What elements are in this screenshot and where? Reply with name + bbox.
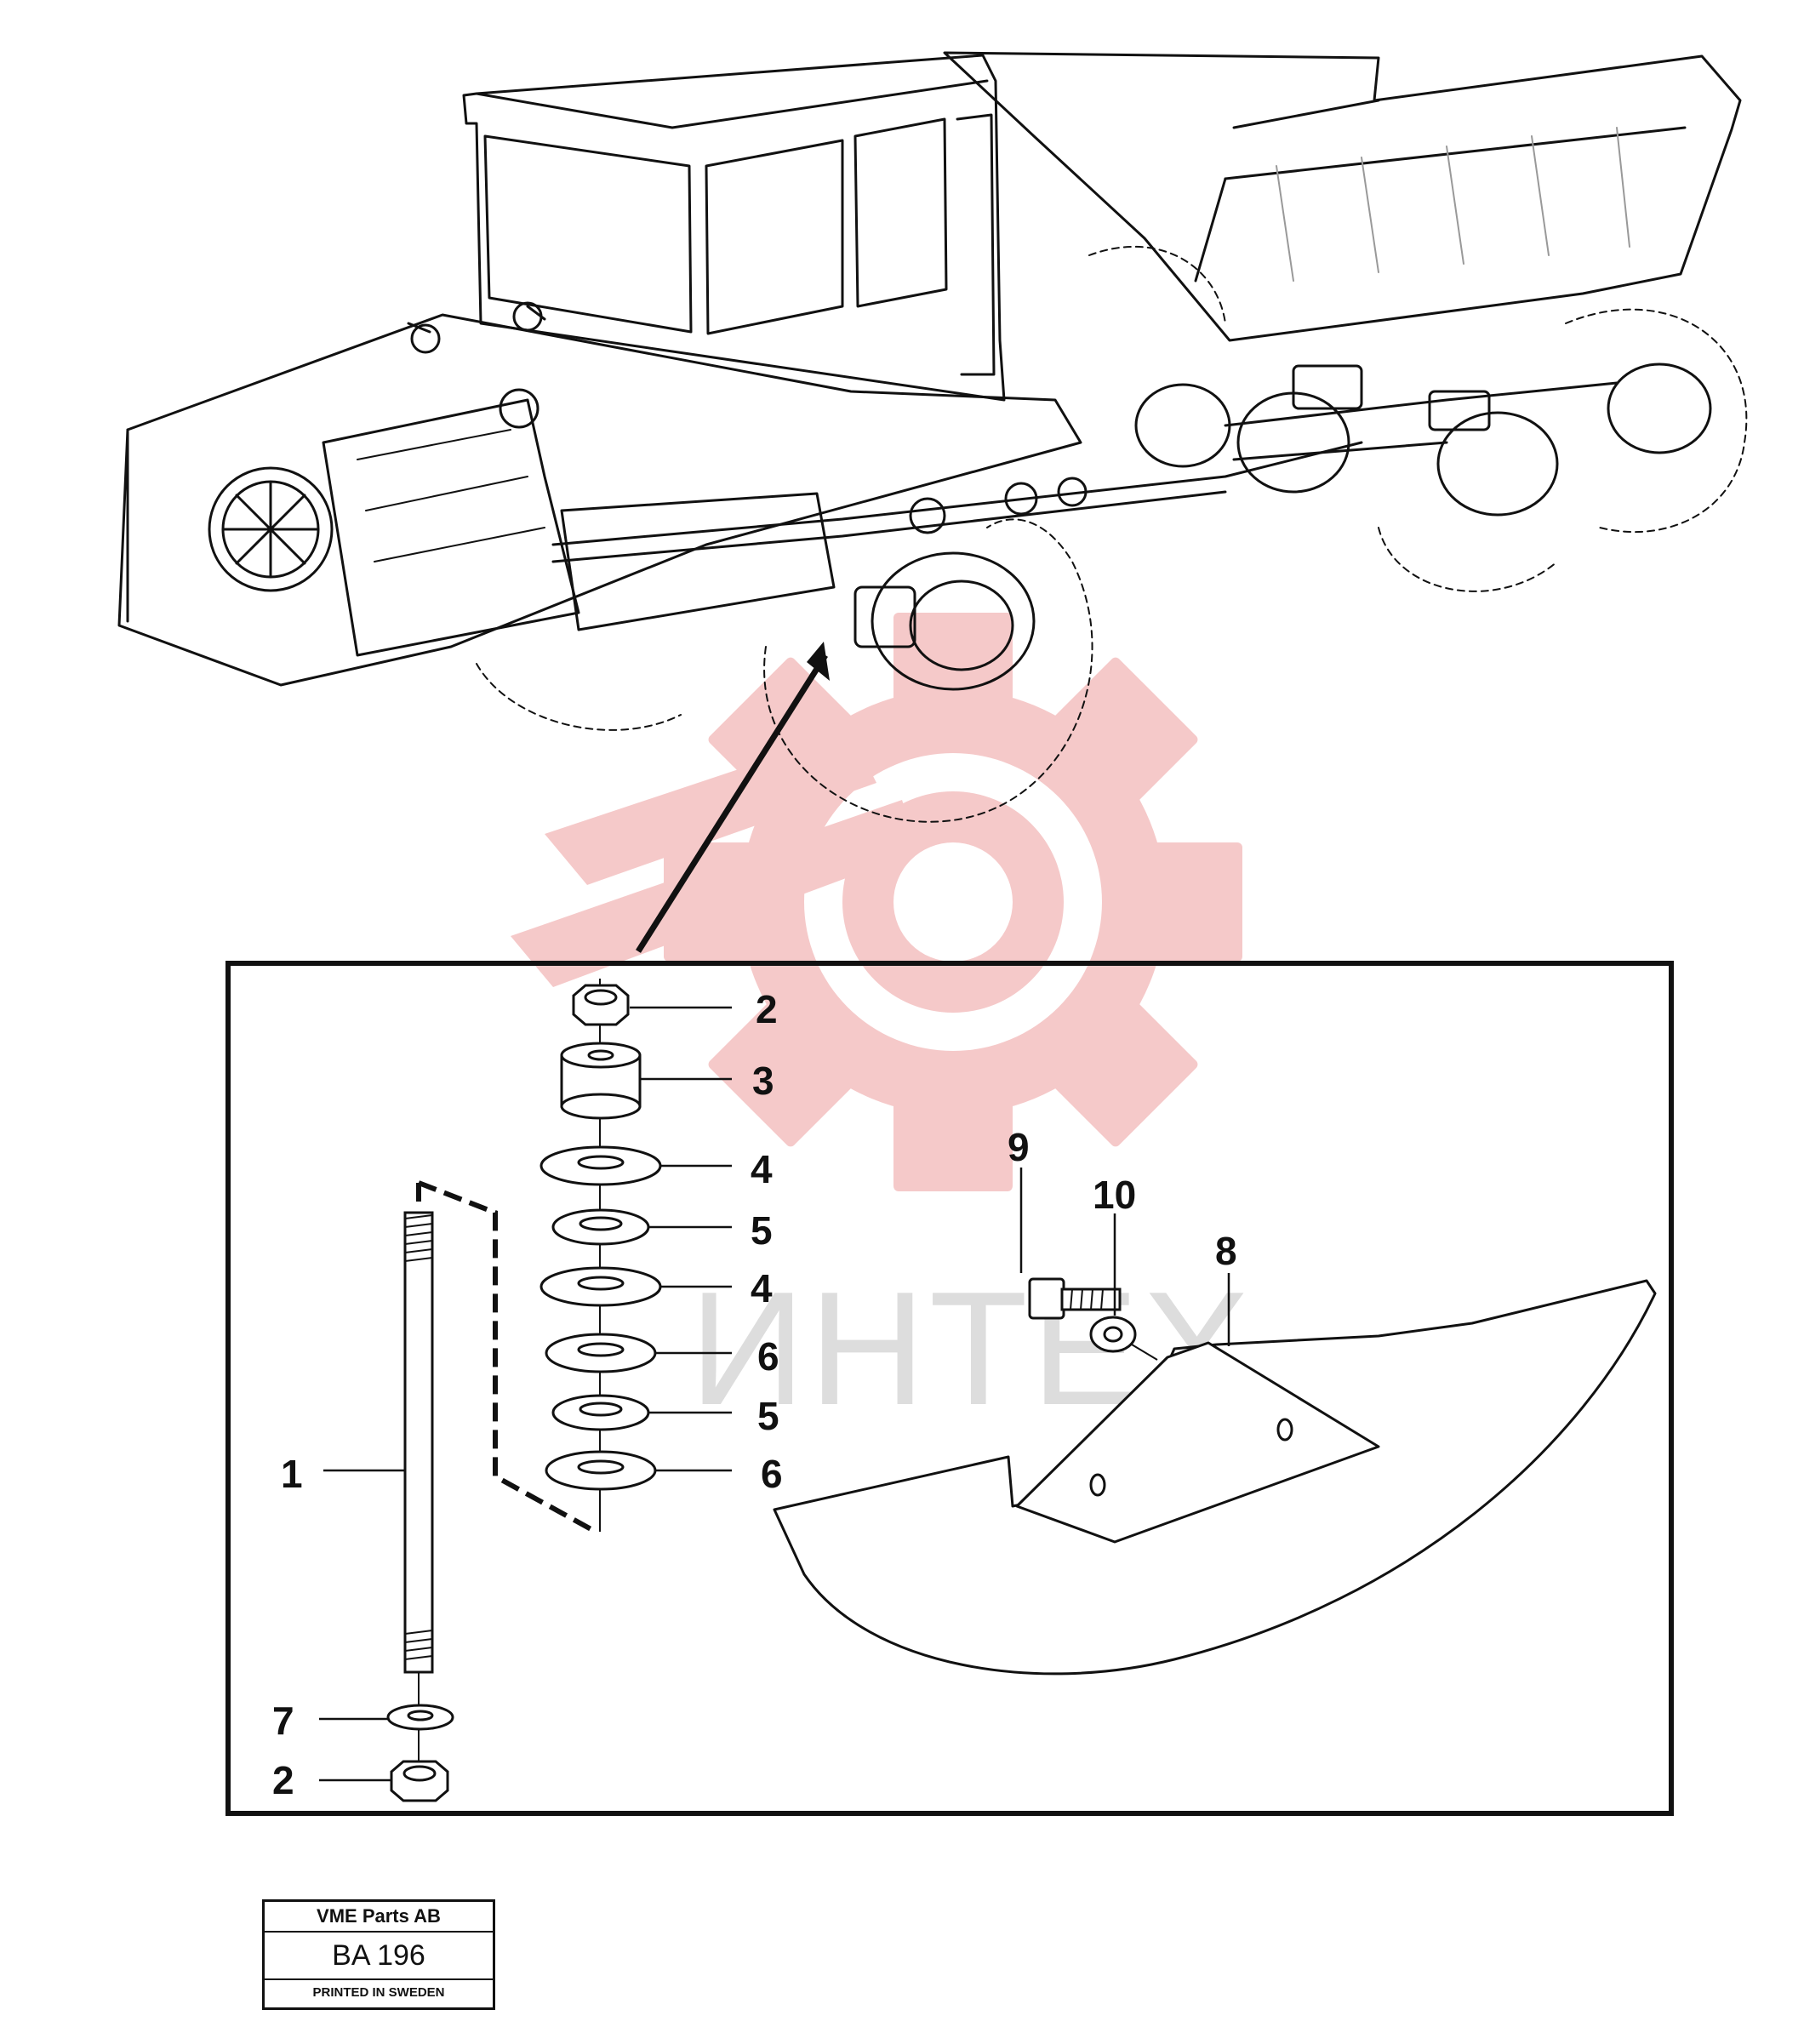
- part-washer-7: [386, 1704, 454, 1731]
- detail-frame: [226, 961, 1674, 1816]
- callout-2-top: 2: [756, 987, 778, 1031]
- part-nut-bottom: [390, 1760, 449, 1802]
- callout-1: 1: [281, 1452, 303, 1496]
- part-bolt: [1028, 1277, 1122, 1320]
- callout-4-a: 4: [751, 1147, 773, 1191]
- part-stud: [403, 1211, 434, 1674]
- title-stamp: VME Parts AB BA 196 PRINTED IN SWEDEN: [262, 1899, 495, 2010]
- stamp-code: BA 196: [265, 1933, 493, 1980]
- part-shield: [773, 1279, 1657, 1676]
- part-nut-top: [572, 984, 630, 1026]
- callouts: 2 3 4 5 4 6 5 6 1 7 2 9 10 8: [272, 987, 1237, 1802]
- callout-9: 9: [1008, 1125, 1030, 1169]
- assembly-dashed-line: [416, 1180, 597, 1534]
- pointer-arrow: [636, 642, 830, 953]
- part-bushing: [560, 1042, 642, 1120]
- dump-truck-illustration: [117, 51, 1748, 823]
- callout-4-b: 4: [751, 1266, 773, 1310]
- callout-2-bottom: 2: [272, 1758, 294, 1802]
- callout-5-a: 5: [751, 1208, 773, 1253]
- stamp-company: VME Parts AB: [265, 1902, 493, 1933]
- callout-10: 10: [1093, 1173, 1136, 1217]
- part-washers: [539, 1145, 662, 1491]
- callout-7: 7: [272, 1699, 294, 1743]
- watermark-gear-logo: ИНТЕХ: [511, 613, 1250, 1439]
- part-washer-10: [1089, 1316, 1137, 1353]
- leader-lines: [319, 1006, 1230, 1782]
- callout-5-b: 5: [757, 1394, 779, 1438]
- callout-6-a: 6: [757, 1334, 779, 1379]
- callout-6-b: 6: [761, 1452, 783, 1496]
- stamp-printed: PRINTED IN SWEDEN: [312, 1985, 445, 2000]
- callout-8: 8: [1215, 1229, 1237, 1273]
- callout-3: 3: [752, 1059, 774, 1103]
